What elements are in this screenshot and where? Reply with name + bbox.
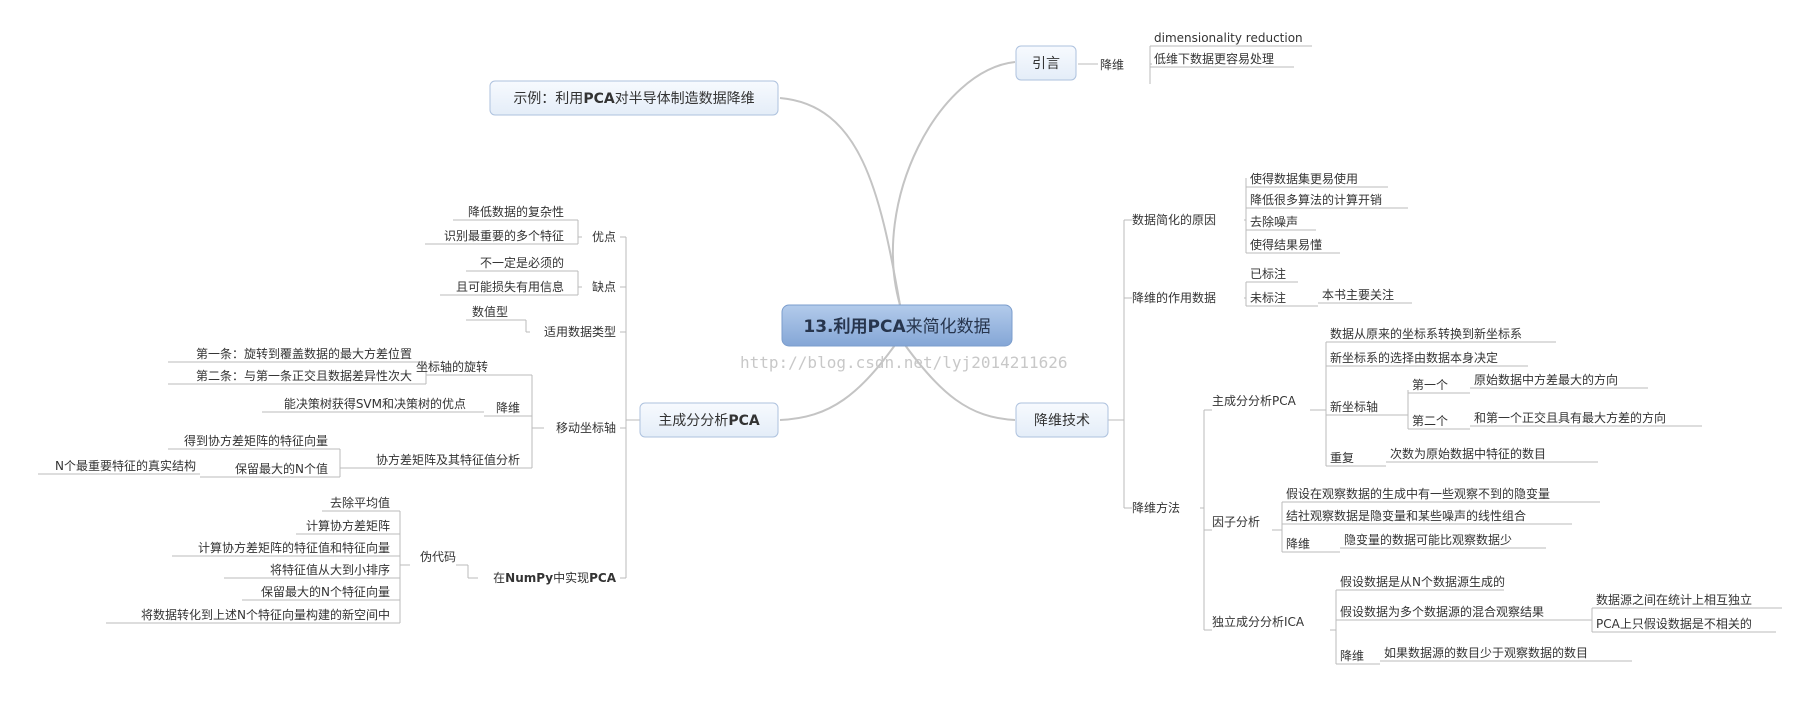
node-pseudo: 伪代码 [420, 550, 456, 564]
node-ica-note-1: 数据源之间在统计上相互独立 [1596, 592, 1752, 607]
node-pca-item-2: 新坐标系的选择由数据本身决定 [1330, 350, 1498, 365]
node-method-pca: 主成分分析PCA [1212, 394, 1297, 408]
node-pros-item-2: 识别最重要的多个特征 [444, 228, 564, 243]
topic-tech-box[interactable] [1015, 402, 1109, 438]
node-method-fa: 因子分析 [1212, 515, 1260, 529]
node-pca-first: 第一个 [1412, 378, 1448, 392]
main-connectors [779, 61, 1016, 421]
node-pca-item-1: 数据从原来的坐标系转换到新坐标系 [1330, 326, 1522, 341]
node-fa-reduce: 降维 [1286, 537, 1310, 551]
node-fa-item-2: 结社观察数据是隐变量和某些噪声的线性组合 [1286, 508, 1526, 523]
node-cons-item-1: 不一定是必须的 [480, 255, 564, 270]
node-ica-reduce-note: 如果数据源的数目少于观察数据的数目 [1384, 645, 1588, 660]
node-cov-item-2-note: N个最重要特征的真实结构 [55, 458, 196, 473]
watermark: http://blog.csdn.net/lyj2014211626 [740, 353, 1068, 372]
node-intro-item-2: 低维下数据更容易处理 [1154, 51, 1274, 66]
node-pca-axis: 新坐标轴 [1330, 399, 1378, 414]
node-rotate-item-1: 第一条：旋转到覆盖数据的最大方差位置 [196, 346, 412, 361]
node-pseudo-item-1: 去除平均值 [330, 495, 390, 510]
node-move-reduce: 降维 [496, 401, 520, 415]
node-labels: 降维 dimensionality reduction 低维下数据更容易处理 数… [55, 31, 1752, 663]
node-unlabeled: 未标注 [1250, 290, 1286, 305]
node-reason-2: 降低很多算法的计算开销 [1250, 192, 1382, 207]
node-ica-item-1: 假设数据是从N个数据源生成的 [1340, 574, 1505, 589]
node-fa-item-1: 假设在观察数据的生成中有一些观察不到的隐变量 [1286, 486, 1550, 501]
node-labeled: 已标注 [1250, 266, 1286, 281]
node-cov-item-2: 保留最大的N个值 [235, 461, 328, 476]
node-cons-item-2: 且可能损失有用信息 [456, 279, 564, 294]
node-cov: 协方差矩阵及其特征值分析 [376, 452, 520, 467]
node-rotate: 坐标轴的旋转 [416, 359, 488, 374]
node-types: 适用数据类型 [544, 324, 616, 339]
node-pros-item-1: 降低数据的复杂性 [468, 204, 564, 219]
node-move: 移动坐标轴 [556, 420, 616, 435]
node-pca-repeat: 重复 [1330, 451, 1354, 465]
node-pseudo-item-4: 将特征值从大到小排序 [270, 562, 390, 577]
node-pseudo-item-2: 计算协方差矩阵 [306, 518, 390, 533]
node-move-reduce-item-1: 能决策树获得SVM和决策树的优点 [284, 396, 466, 411]
node-reason-1: 使得数据集更易使用 [1250, 171, 1358, 186]
node-pca-repeat-note: 次数为原始数据中特征的数目 [1390, 446, 1546, 461]
node-pros: 优点 [592, 230, 616, 244]
node-ica-item-2: 假设数据为多个数据源的混合观察结果 [1340, 604, 1544, 619]
topic-pca: 主成分分析PCA [658, 413, 760, 429]
node-reason-3: 去除噪声 [1250, 214, 1298, 229]
node-cov-item-1: 得到协方差矩阵的特征向量 [184, 433, 328, 448]
node-intro-item-1: dimensionality reduction [1154, 31, 1303, 45]
topic-pca-box[interactable] [639, 402, 779, 438]
node-reason-4: 使得结果易懂 [1250, 237, 1322, 252]
topic-intro-box[interactable] [1015, 45, 1077, 81]
node-intro-reduce: 降维 [1100, 58, 1124, 72]
node-fa-reduce-note: 隐变量的数据可能比观察数据少 [1344, 532, 1512, 547]
node-numpy: 在NumPy中实现PCA [493, 570, 617, 585]
node-ica-note-2: PCA上只假设数据是不相关的 [1596, 616, 1752, 631]
node-methods: 降维方法 [1132, 500, 1180, 515]
node-pseudo-item-5: 保留最大的N个特征向量 [261, 584, 390, 599]
node-pca-second: 第二个 [1412, 414, 1448, 428]
sub-connectors [38, 45, 1782, 665]
node-method-ica: 独立成分分析ICA [1212, 614, 1305, 629]
topic-tech: 降维技术 [1034, 413, 1090, 429]
topic-example-box[interactable] [489, 80, 779, 116]
node-reasons: 数据简化的原因 [1132, 212, 1216, 227]
topic-example: 示例：利用PCA对半导体制造数据降维 [513, 91, 754, 107]
topic-intro: 引言 [1032, 56, 1060, 72]
node-rotate-item-2: 第二条：与第一条正交且数据差异性次大 [196, 368, 412, 383]
node-ica-reduce: 降维 [1340, 649, 1364, 663]
node-cons: 缺点 [592, 279, 616, 294]
central-topic-title: 13.利用PCA来简化数据 [803, 316, 990, 337]
node-pseudo-item-6: 将数据转化到上述N个特征向量构建的新空间中 [141, 607, 390, 622]
node-unlabeled-note: 本书主要关注 [1322, 287, 1394, 302]
central-topic-box[interactable] [781, 304, 1013, 347]
node-pca-first-note: 原始数据中方差最大的方向 [1474, 372, 1618, 387]
node-data-types: 降维的作用数据 [1132, 290, 1216, 305]
node-pseudo-item-3: 计算协方差矩阵的特征值和特征向量 [198, 540, 390, 555]
node-types-item-1: 数值型 [472, 304, 508, 319]
node-pca-second-note: 和第一个正交且具有最大方差的方向 [1474, 410, 1666, 425]
